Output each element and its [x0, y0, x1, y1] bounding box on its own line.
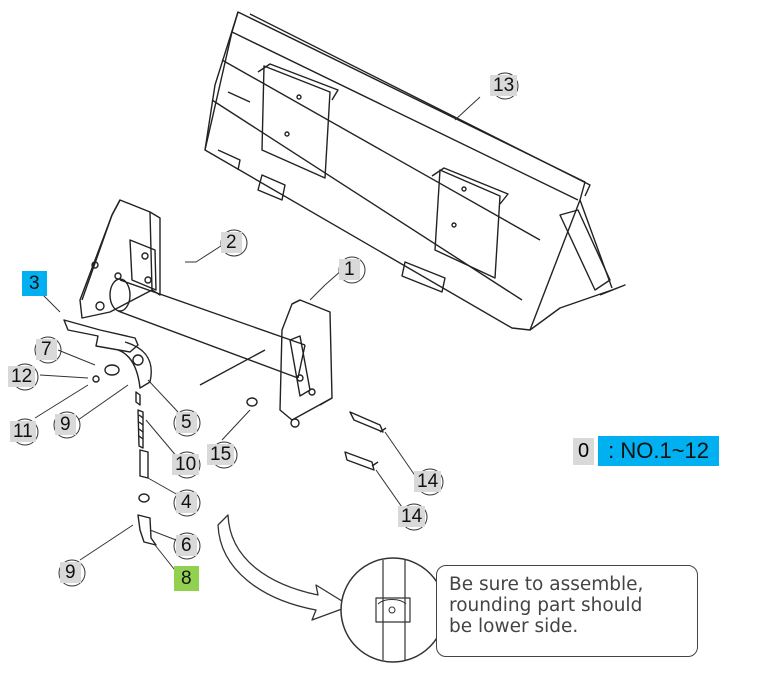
- callout-6: 6: [176, 535, 197, 556]
- callout-14-upper: 14: [414, 471, 442, 492]
- lever-drawing: [63, 319, 152, 389]
- small-parts-drawing: [92, 364, 387, 546]
- callout-9-upper: 9: [55, 414, 76, 435]
- legend: 0 : NO.1~12: [573, 436, 720, 466]
- callout-7: 7: [36, 339, 57, 360]
- callout-13: 13: [490, 75, 518, 96]
- leader-lines: [34, 96, 481, 575]
- callout-1: 1: [339, 259, 360, 280]
- quick-attach-frame-drawing: [79, 199, 333, 428]
- callout-4: 4: [176, 492, 197, 513]
- callout-9-lower: 9: [60, 562, 81, 583]
- callout-12: 12: [8, 366, 36, 387]
- legend-key: 0: [573, 437, 595, 465]
- curved-arrow: [217, 514, 351, 621]
- callout-8: 8: [174, 566, 199, 591]
- callout-5: 5: [176, 412, 197, 433]
- assembly-note: Be sure to assemble, rounding part shoul…: [436, 565, 698, 657]
- callout-14-lower: 14: [398, 506, 426, 527]
- note-line-2: rounding part should: [449, 595, 643, 616]
- detail-circle: [340, 557, 446, 663]
- callout-3: 3: [22, 271, 47, 296]
- callout-circles: [11, 72, 519, 587]
- bucket-drawing: [204, 11, 626, 331]
- note-line-3: be lower side.: [449, 616, 579, 637]
- callout-11: 11: [10, 421, 36, 442]
- callout-10: 10: [172, 454, 200, 475]
- legend-text: : NO.1~12: [598, 436, 720, 466]
- callout-15: 15: [207, 444, 235, 465]
- note-line-1: Be sure to assemble,: [449, 574, 644, 595]
- callout-2: 2: [221, 232, 242, 253]
